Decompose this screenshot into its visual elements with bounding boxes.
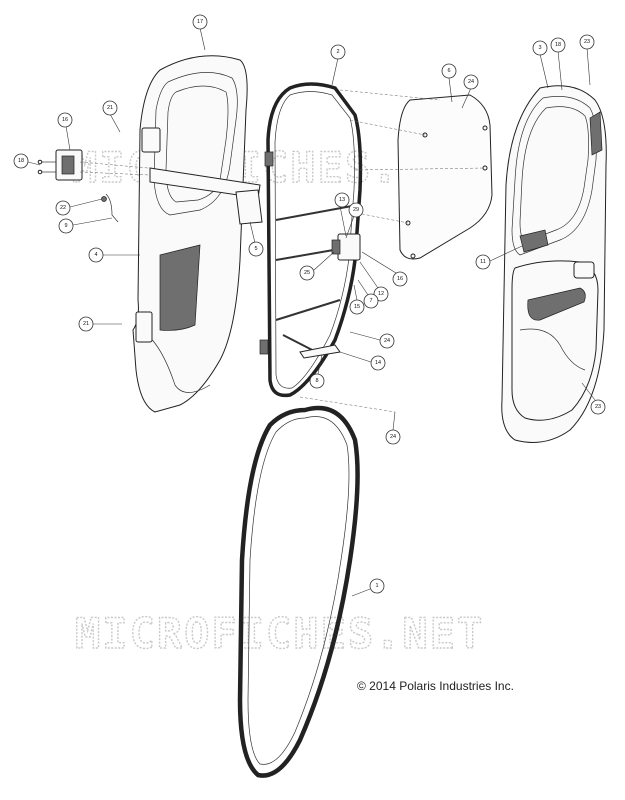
svg-text:16: 16 xyxy=(62,117,68,123)
svg-text:7: 7 xyxy=(369,298,372,304)
svg-text:21: 21 xyxy=(107,105,113,111)
door-frame xyxy=(259,82,363,398)
svg-text:11: 11 xyxy=(480,259,486,265)
callout-24a: 24 xyxy=(461,74,479,109)
outer-door-panel xyxy=(132,55,263,413)
svg-text:25: 25 xyxy=(304,270,310,276)
svg-text:24: 24 xyxy=(468,79,474,85)
svg-text:23: 23 xyxy=(595,404,601,410)
callout-4: 4 xyxy=(88,247,140,263)
latch-assembly xyxy=(37,149,119,223)
svg-text:21: 21 xyxy=(83,321,89,327)
svg-text:18: 18 xyxy=(555,42,561,48)
callout-25: 25 xyxy=(299,251,335,281)
callout-16a: 16 xyxy=(57,112,73,151)
callouts: 17 2 6 24 3 18 23 21 16 18 22 9 4 5 13 2… xyxy=(13,14,606,597)
svg-text:24: 24 xyxy=(390,434,396,440)
callout-21b: 21 xyxy=(78,316,122,332)
callout-16b: 16 xyxy=(361,251,408,287)
svg-text:15: 15 xyxy=(354,304,360,310)
svg-text:8: 8 xyxy=(315,378,318,384)
svg-text:12: 12 xyxy=(378,291,384,297)
svg-text:22: 22 xyxy=(60,205,66,211)
svg-text:16: 16 xyxy=(397,276,403,282)
callout-3: 3 xyxy=(532,40,549,89)
callout-18a: 18 xyxy=(550,37,566,91)
callout-13: 13 xyxy=(334,192,350,237)
callout-21a: 21 xyxy=(102,100,121,133)
callout-1: 1 xyxy=(351,578,385,597)
callout-5: 5 xyxy=(248,221,264,257)
door-seal xyxy=(237,405,360,778)
callout-23b: 23 xyxy=(581,382,606,415)
callout-11: 11 xyxy=(475,245,523,270)
window-pane xyxy=(397,94,493,260)
callout-24c: 24 xyxy=(385,411,401,445)
callout-7: 7 xyxy=(357,279,379,309)
alignment-lines xyxy=(79,89,486,413)
svg-text:3: 3 xyxy=(538,45,541,51)
callout-6: 6 xyxy=(441,63,457,103)
callout-2: 2 xyxy=(330,44,346,86)
callout-29: 29 xyxy=(345,202,364,239)
svg-text:6: 6 xyxy=(447,68,450,74)
svg-text:29: 29 xyxy=(353,207,359,213)
callout-8: 8 xyxy=(309,354,325,389)
svg-text:13: 13 xyxy=(339,197,345,203)
inner-door-panel xyxy=(501,85,607,443)
callout-15: 15 xyxy=(349,284,365,315)
svg-text:18: 18 xyxy=(18,158,24,164)
svg-text:2: 2 xyxy=(336,49,339,55)
watermark-bottom: MICROFICHES.NET xyxy=(75,609,484,658)
callout-9: 9 xyxy=(58,217,113,234)
copyright-notice: © 2014 Polaris Industries Inc. xyxy=(357,679,514,693)
svg-text:5: 5 xyxy=(254,246,257,252)
callout-24b: 24 xyxy=(349,331,395,349)
svg-text:24: 24 xyxy=(384,338,390,344)
svg-text:17: 17 xyxy=(197,19,203,25)
callout-18b: 18 xyxy=(13,153,41,169)
svg-text:23: 23 xyxy=(584,39,590,45)
callout-22: 22 xyxy=(55,198,103,216)
svg-text:14: 14 xyxy=(375,360,381,366)
svg-text:1: 1 xyxy=(375,583,378,589)
callout-14: 14 xyxy=(339,351,386,371)
callout-17: 17 xyxy=(192,14,208,51)
svg-text:9: 9 xyxy=(64,223,67,229)
svg-text:4: 4 xyxy=(94,252,97,258)
callout-23a: 23 xyxy=(579,34,595,86)
